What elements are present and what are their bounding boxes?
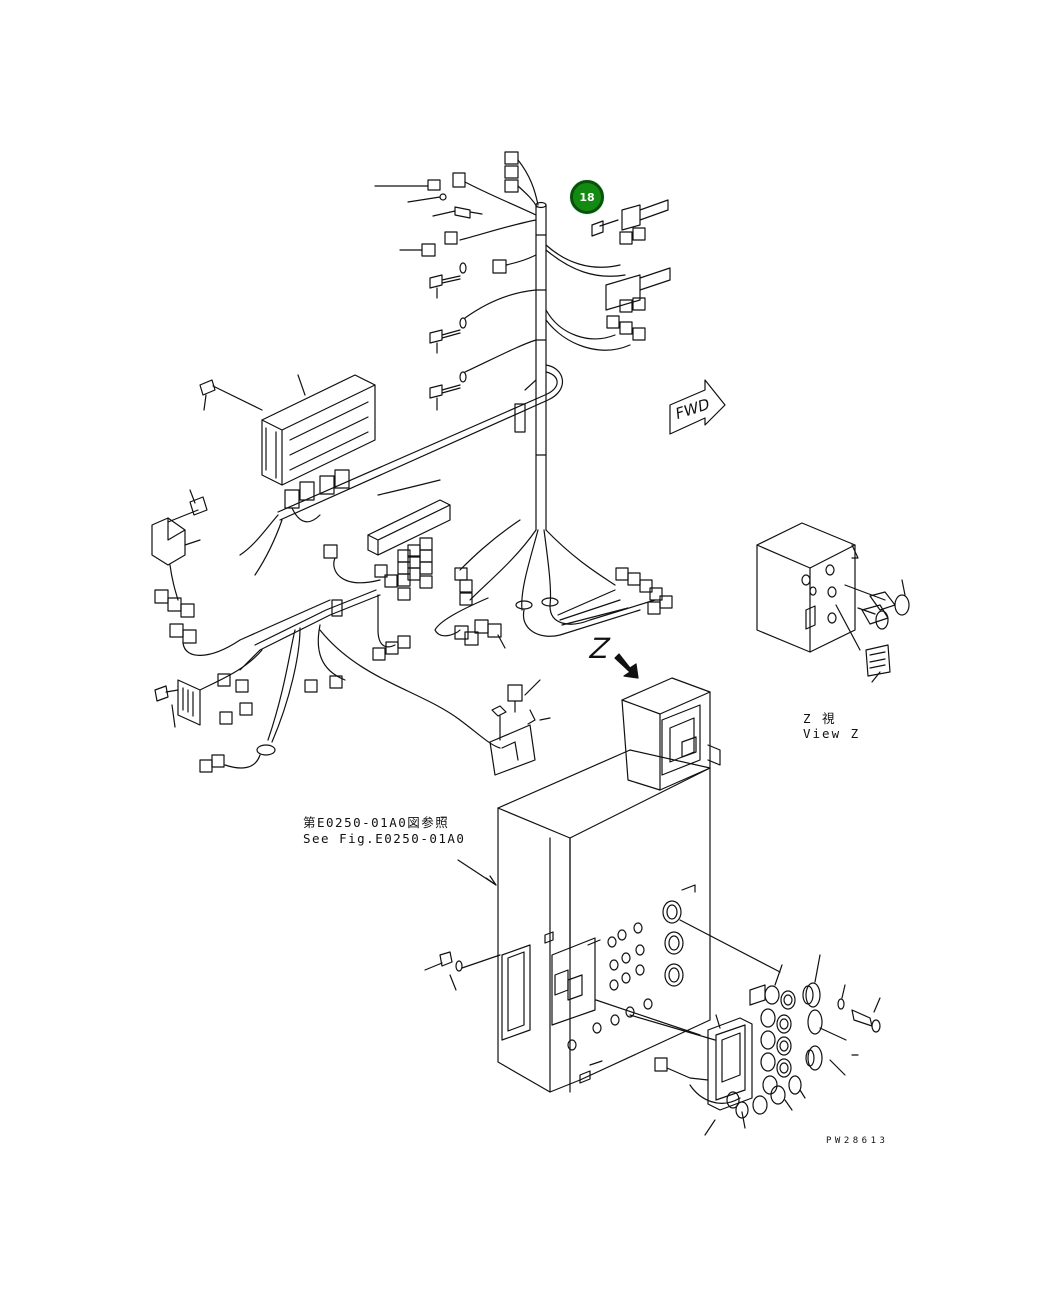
right-branch-connectors [558,568,672,625]
drawing-code: PW28613 [826,1136,889,1146]
nut-washer [425,952,500,990]
part-callout-18[interactable]: 18 [570,180,604,214]
see-figure-reference-en: See Fig.E0250-01A0 [303,831,466,846]
view-z-caption-en: View Z [803,726,861,741]
controller-unit [200,375,375,522]
fwd-indicator [670,380,725,434]
lower-left-harness [155,590,500,772]
center-fuse-box [324,480,520,648]
view-z-inset [757,523,909,682]
view-z-caption-jp: Z 視 [803,711,837,726]
relay-cluster-top-right [546,200,670,350]
switch-leader-lines [596,920,780,1040]
cross-harness [240,365,562,575]
small-switch [490,680,550,775]
control-cabinet [458,678,720,1092]
left-relay-module [152,490,330,655]
top-connectors [375,152,538,273]
view-z-caption: Z 視 View Z [803,711,860,741]
see-figure-reference-jp: 第E0250-01A0図参照 [303,815,450,830]
main-harness-trunk [470,203,655,637]
callout-number: 18 [579,190,595,204]
see-figure-reference[interactable]: 第E0250-01A0図参照 See Fig.E0250-01A0 [303,815,465,847]
view-arrow [615,654,638,678]
switch-assemblies [655,955,880,1135]
bolts-left [430,263,536,410]
